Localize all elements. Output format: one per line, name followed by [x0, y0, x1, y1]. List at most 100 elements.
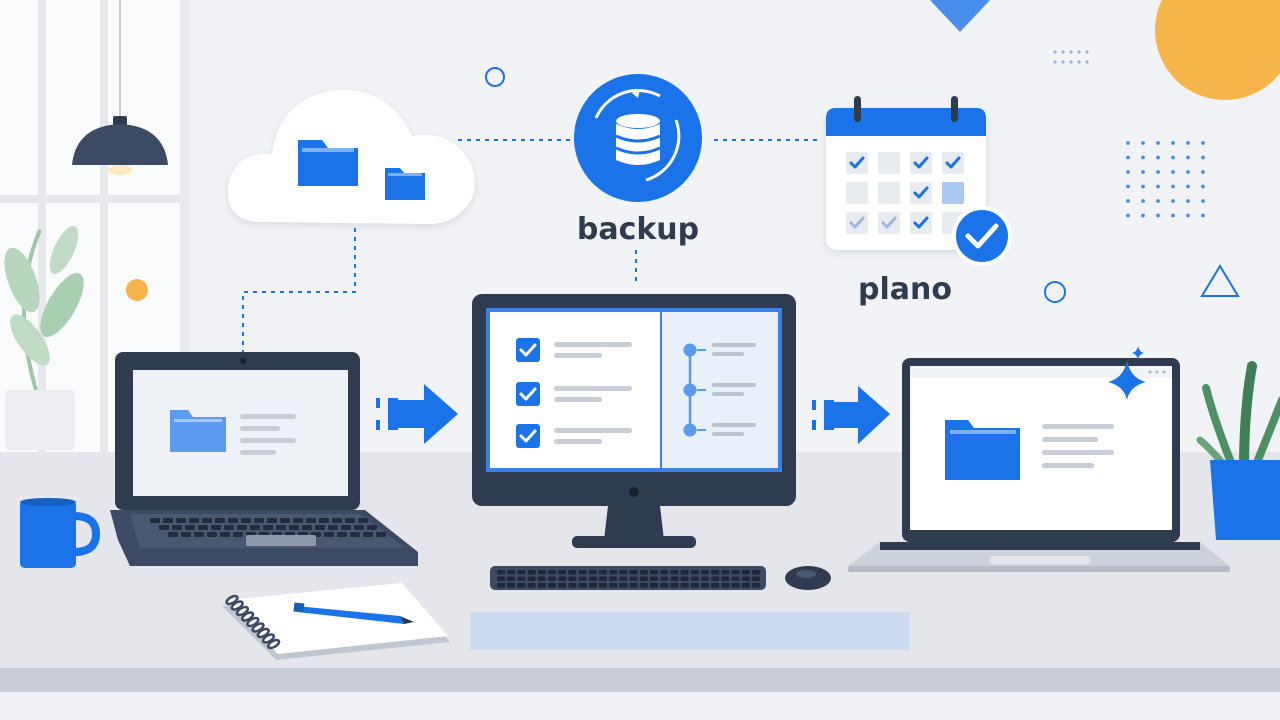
keyboard-key	[328, 525, 338, 530]
text-line	[554, 342, 632, 347]
keyboard-key	[507, 570, 516, 575]
deco-dot	[1201, 199, 1205, 203]
desk-edge	[0, 668, 1280, 692]
folder-icon	[385, 168, 425, 200]
timeline-node	[683, 383, 697, 397]
check-icon	[519, 429, 537, 443]
keyboard-key	[650, 570, 658, 575]
text-line	[554, 353, 602, 358]
plan-label: plano	[858, 272, 952, 307]
calendar-cell	[878, 182, 900, 204]
keyboard	[490, 566, 766, 590]
keyboard-key	[558, 583, 567, 588]
deco-dot	[1126, 170, 1130, 174]
deco-dot	[1126, 141, 1130, 145]
deco-dot	[1141, 213, 1145, 218]
keyboard-key	[220, 532, 230, 537]
keyboard-key	[752, 583, 760, 588]
keyboard-key	[639, 570, 648, 575]
keyboard-key	[527, 570, 536, 575]
keyboard-key	[194, 532, 204, 537]
keyboard-key	[558, 576, 567, 581]
deco-dot	[1186, 141, 1190, 145]
keyboard-key	[680, 576, 689, 581]
keyboard-key	[254, 518, 264, 523]
deco-dot	[1141, 155, 1145, 160]
laptop-right	[848, 358, 1230, 572]
spiral-ring	[261, 633, 276, 644]
keyboard-key	[289, 525, 299, 530]
keyboard-key	[670, 583, 679, 588]
mug	[20, 498, 101, 568]
keyboard-key	[228, 518, 238, 523]
keyboard-key	[599, 570, 607, 575]
keyboard-key	[548, 570, 556, 575]
desk-mat	[470, 612, 910, 650]
keyboard-key	[293, 518, 303, 523]
calendar-cell	[878, 152, 900, 174]
keyboard-key	[507, 576, 516, 581]
folder-icon	[170, 410, 226, 452]
deco-dot	[1201, 213, 1205, 218]
check-icon	[849, 216, 865, 229]
text-line	[712, 423, 756, 427]
keyboard-key	[527, 583, 536, 588]
keyboard-key	[172, 525, 182, 530]
arrow-right-icon	[812, 386, 890, 444]
deco-triangle	[1200, 264, 1240, 297]
keyboard-key	[250, 525, 260, 530]
deco-dot	[1141, 170, 1145, 174]
keyboard-key	[629, 583, 638, 588]
keyboard-key	[670, 576, 679, 581]
text-line	[554, 428, 632, 433]
spiral-ring	[240, 611, 255, 622]
keyboard-key	[517, 583, 526, 588]
arrow-right-icon	[376, 384, 458, 444]
keyboard-key	[670, 570, 679, 575]
keyboard-key	[263, 525, 273, 530]
keyboard-key	[537, 576, 546, 581]
keyboard-key	[599, 576, 607, 581]
spiral-ring	[235, 605, 250, 617]
keyboard-key	[198, 525, 208, 530]
keyboard-key	[537, 583, 546, 588]
keyboard-key	[568, 583, 577, 588]
notebook	[222, 583, 450, 660]
desktop-monitor	[472, 294, 796, 548]
keyboard-key	[741, 576, 750, 581]
deco-dot	[1171, 170, 1175, 174]
deco-dot	[1141, 184, 1145, 189]
keyboard-key	[660, 583, 669, 588]
keyboard-key	[267, 518, 277, 523]
deco-dot	[1141, 141, 1145, 145]
keyboard-key	[354, 525, 364, 530]
deco-dot	[1171, 141, 1175, 145]
deco-dot	[1156, 155, 1160, 160]
folder-icon	[945, 420, 1020, 480]
keyboard-key	[237, 525, 247, 530]
text-line	[554, 439, 602, 444]
check-icon	[849, 156, 865, 169]
deco-ring-1	[485, 67, 505, 87]
check-icon	[519, 343, 537, 357]
text-line	[712, 432, 744, 436]
deco-dot	[1186, 199, 1190, 203]
keyboard-key	[701, 583, 709, 588]
deco-dot	[1201, 155, 1205, 160]
keyboard-key	[609, 570, 618, 575]
keyboard-key	[609, 583, 618, 588]
keyboard-key	[741, 570, 750, 575]
keyboard-key	[150, 518, 160, 523]
keyboard-key	[517, 570, 526, 575]
keyboard-key	[578, 570, 587, 575]
text-line	[712, 352, 744, 356]
keyboard-key	[711, 576, 720, 581]
keyboard-key	[276, 525, 286, 530]
spiral-ring	[225, 594, 239, 606]
deco-dot	[1126, 184, 1130, 189]
check-icon	[519, 387, 537, 401]
keyboard-key	[332, 518, 342, 523]
check-icon	[965, 223, 999, 249]
keyboard-key	[224, 525, 234, 530]
keyboard-key	[176, 518, 186, 523]
